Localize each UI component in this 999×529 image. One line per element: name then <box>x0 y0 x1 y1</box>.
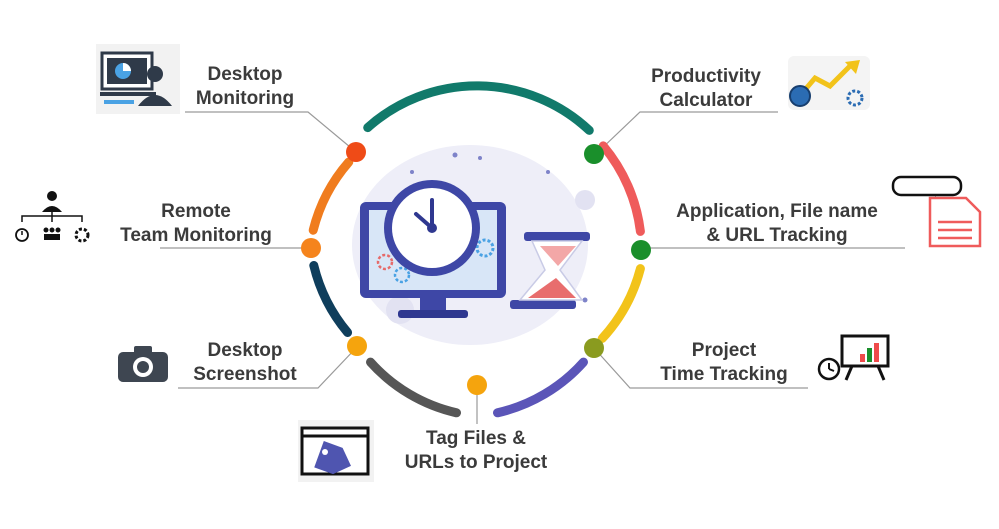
node-desktop-screenshot <box>347 336 367 356</box>
camera-icon <box>118 346 168 382</box>
monitor-clock-hourglass-icon <box>352 145 595 345</box>
label-tag-files: Tag Files &URLs to Project <box>404 428 548 473</box>
team-hierarchy-icon <box>15 191 90 243</box>
node-remote-team-monitoring <box>301 238 321 258</box>
monitor-user-icon <box>96 44 180 114</box>
node-tag-files <box>467 375 487 395</box>
node-desktop-monitoring <box>346 142 366 162</box>
feature-ring <box>308 81 645 418</box>
tag-window-icon <box>298 420 374 482</box>
label-app-url-tracking: Application, File name& URL Tracking <box>676 201 878 246</box>
node-project-time-tracking <box>584 338 604 358</box>
node-app-url-tracking <box>631 240 651 260</box>
connector-lines <box>160 111 905 424</box>
growth-chart-gears-icon <box>788 56 870 110</box>
www-document-icon <box>891 175 982 248</box>
node-productivity-calculator <box>584 144 604 164</box>
presentation-board-icon <box>817 334 890 381</box>
